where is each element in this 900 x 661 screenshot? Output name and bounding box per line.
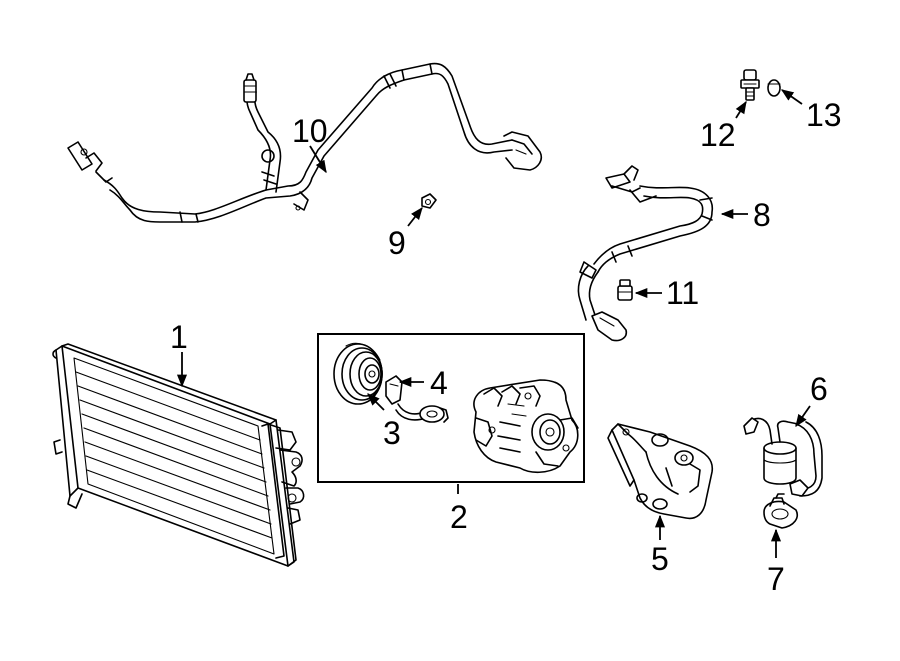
compressor-assembly-box — [317, 333, 585, 483]
callout-1: 1 — [170, 319, 188, 355]
leader-13 — [780, 89, 803, 105]
callout-9: 9 — [388, 225, 406, 261]
callout-labels: 1 2 3 4 5 6 7 8 9 10 11 12 13 — [170, 97, 842, 597]
callout-11: 11 — [666, 275, 699, 311]
discharge-hose-part-10 — [67, 62, 543, 223]
suction-hose-part-8 — [577, 165, 714, 342]
callout-13: 13 — [806, 97, 842, 133]
clutch-pulley-part-3 — [333, 342, 383, 405]
callout-4: 4 — [430, 365, 448, 401]
callout-5: 5 — [651, 541, 669, 577]
leader-lines — [176, 89, 811, 558]
callout-8: 8 — [753, 197, 771, 233]
callout-2: 2 — [450, 499, 468, 535]
clutch-coil-part-4 — [385, 375, 449, 423]
valve-core-part-11 — [617, 279, 633, 301]
callout-12: 12 — [700, 117, 736, 153]
mounting-bracket-part-5 — [607, 423, 714, 520]
compressor-body — [473, 379, 579, 474]
callout-6: 6 — [810, 371, 828, 407]
condenser-part-1 — [52, 343, 305, 567]
leader-9 — [407, 207, 423, 227]
accumulator-bracket-part-7 — [763, 493, 798, 529]
service-cap-part-13 — [767, 79, 781, 97]
o-ring-part-9 — [421, 193, 437, 209]
callout-7: 7 — [767, 561, 785, 597]
leader-10 — [309, 145, 327, 174]
leader-3 — [367, 393, 385, 411]
callout-10: 10 — [292, 113, 328, 149]
callout-3: 3 — [383, 415, 401, 451]
accumulator-part-6 — [743, 417, 823, 497]
pressure-switch-part-12 — [740, 69, 760, 101]
leader-12 — [735, 100, 747, 119]
leader-6 — [795, 405, 811, 428]
